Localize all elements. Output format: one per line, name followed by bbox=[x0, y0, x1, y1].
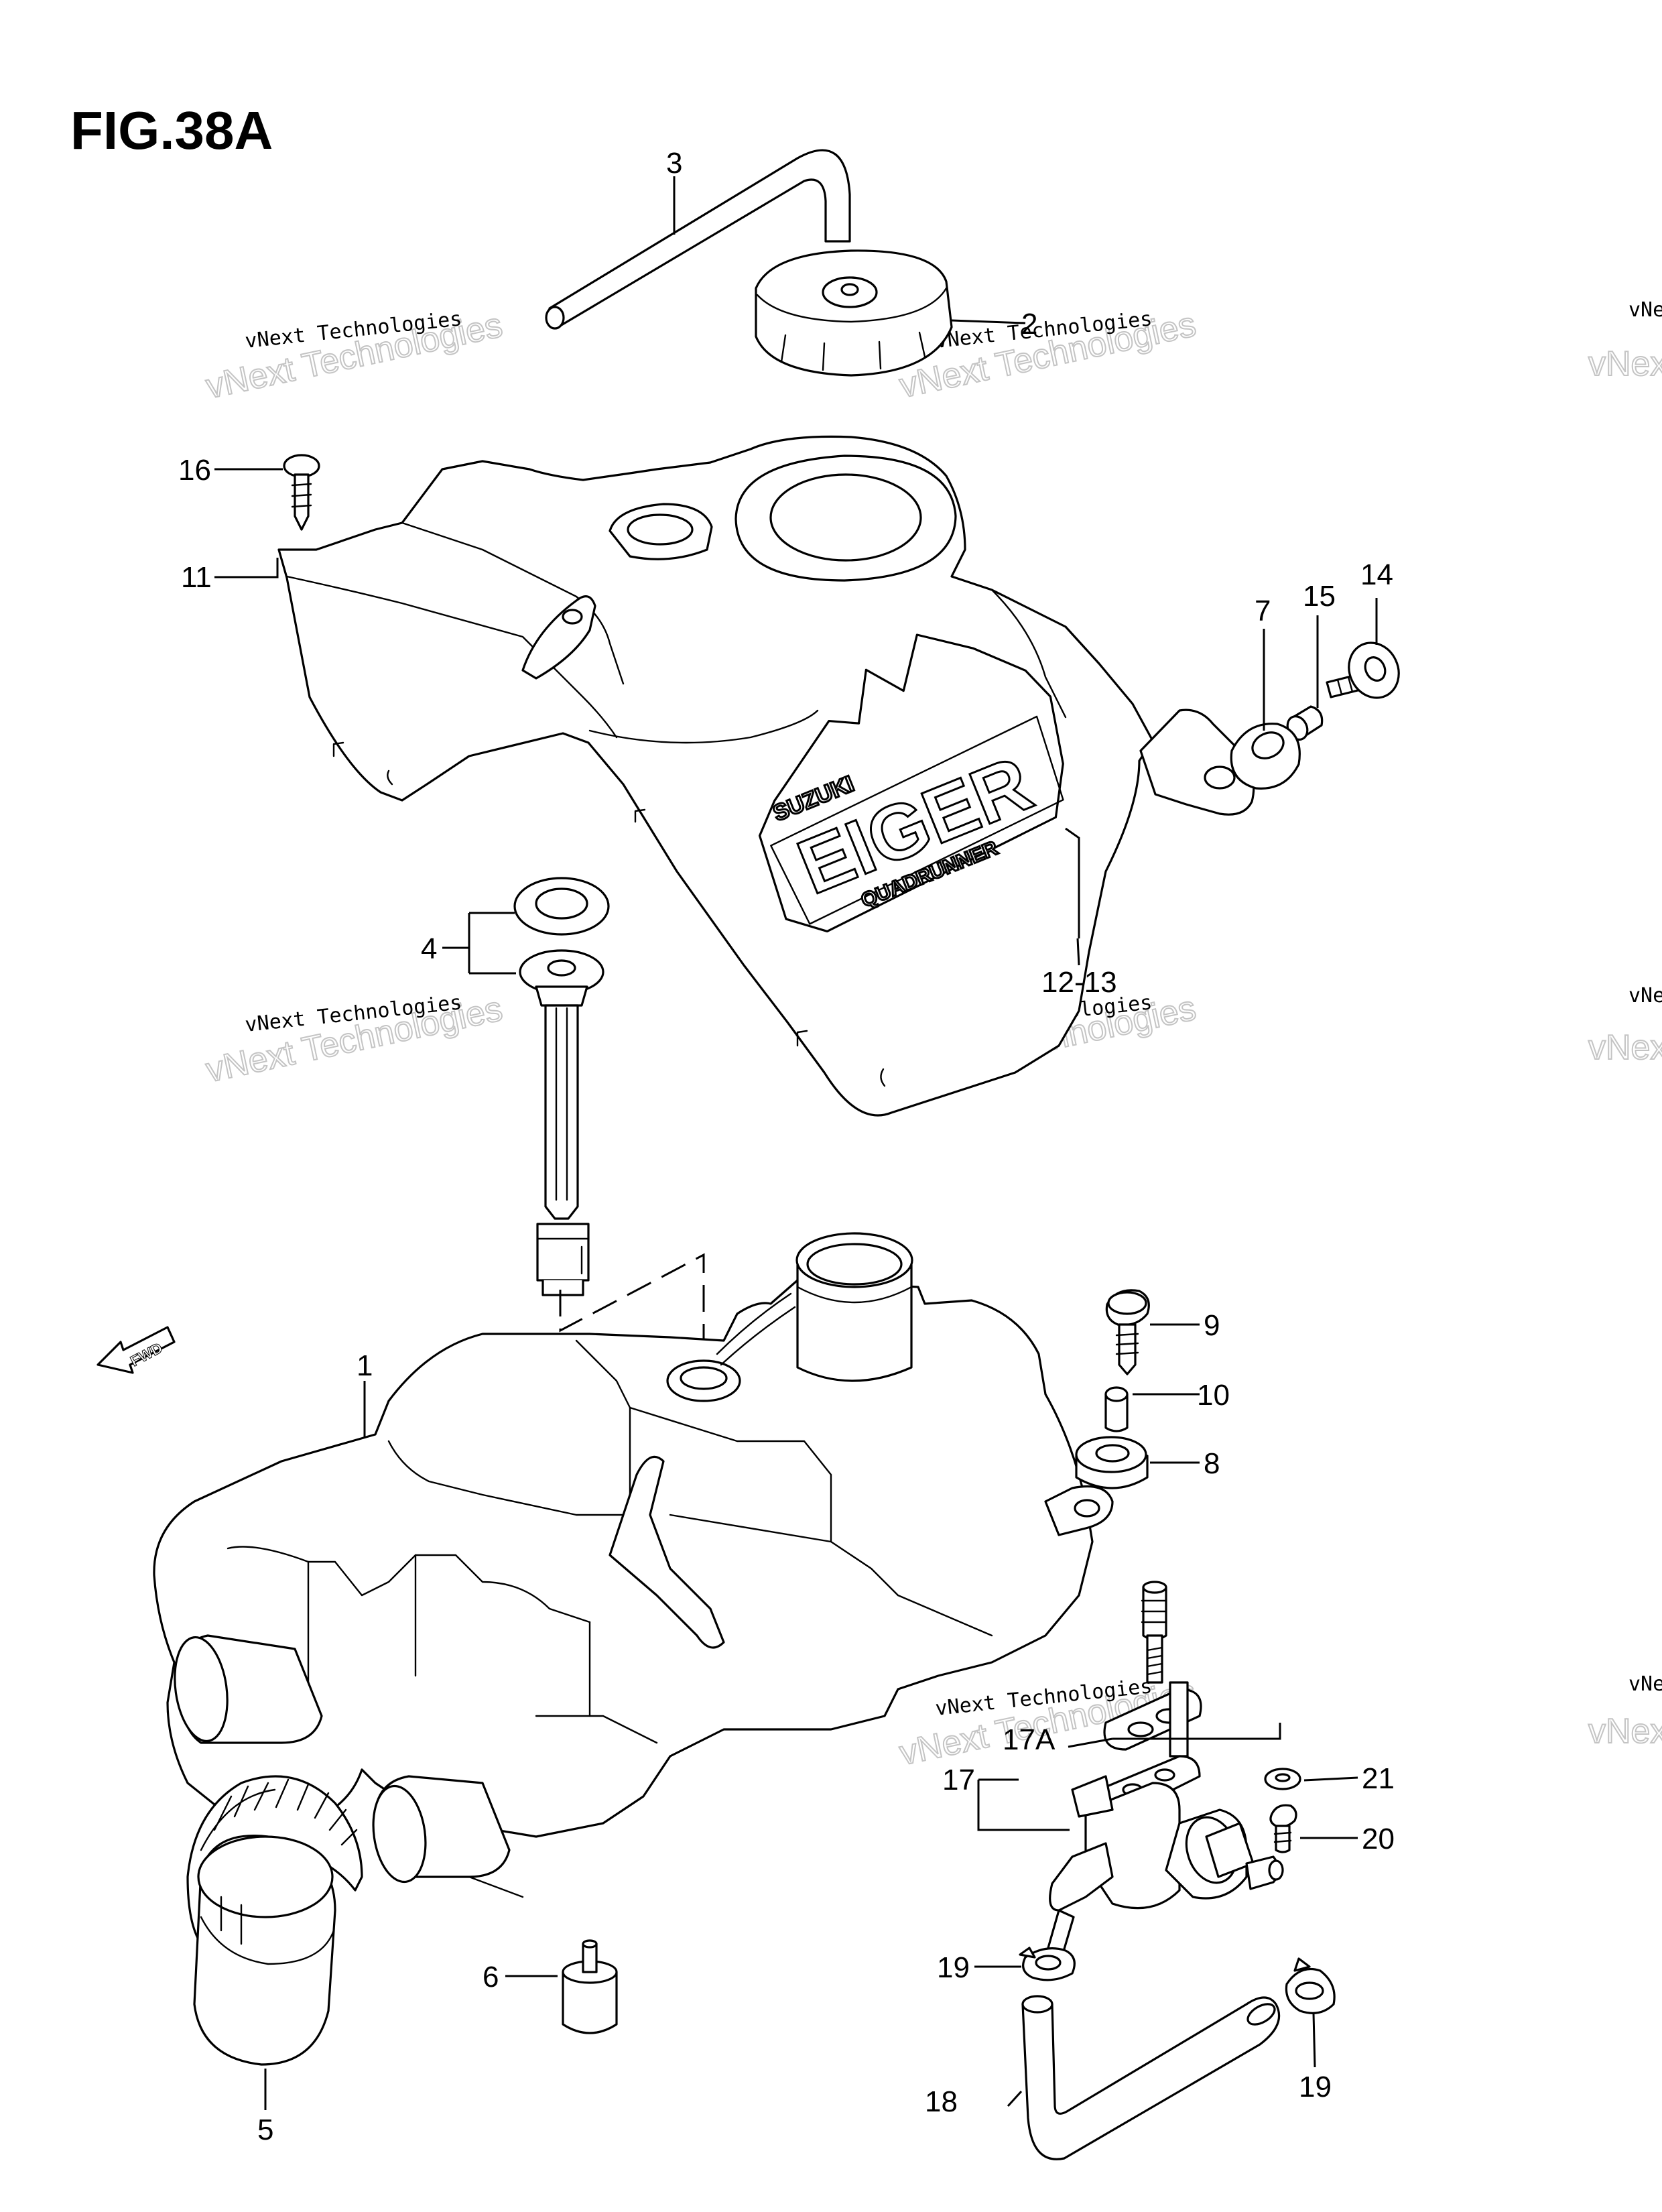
part-3-breather-hose bbox=[545, 149, 851, 330]
part-19-clip bbox=[1019, 1947, 1076, 1981]
part-21-washer bbox=[1264, 1768, 1301, 1790]
figure-title: FIG.38A bbox=[70, 101, 273, 160]
part-14-bolt bbox=[1326, 641, 1400, 699]
leader-lines bbox=[214, 176, 1378, 2110]
part-4-fuel-sensor bbox=[513, 877, 610, 1296]
callout-6: 6 bbox=[483, 1961, 499, 1993]
callout-15: 15 bbox=[1303, 580, 1336, 613]
eiger-logo: SUZUKI EIGER QUADRUNNER bbox=[758, 633, 1064, 933]
watermark-outline: vNext Technologies bbox=[1588, 345, 1662, 383]
callout-17a: 17A bbox=[1003, 1723, 1056, 1756]
watermark-text: vNext Technologies bbox=[1628, 298, 1662, 322]
callout-7: 7 bbox=[1255, 595, 1271, 627]
callout-10: 10 bbox=[1197, 1379, 1230, 1412]
callout-12-13: 12-13 bbox=[1041, 966, 1117, 999]
part-19-clip bbox=[1285, 1957, 1336, 2014]
callout-1: 1 bbox=[357, 1349, 373, 1382]
part-2-fuel-cap bbox=[755, 249, 953, 377]
callout-2: 2 bbox=[1021, 308, 1037, 341]
part-10-collar bbox=[1104, 1386, 1129, 1432]
fuel-tank-cover bbox=[277, 435, 1255, 1117]
callout-19: 19 bbox=[1299, 2071, 1332, 2103]
part-8-cushion bbox=[1075, 1436, 1149, 1489]
part-6-cushion bbox=[562, 1939, 618, 2034]
callout-16: 16 bbox=[178, 454, 211, 487]
callout-21: 21 bbox=[1362, 1762, 1395, 1795]
part-20-screw bbox=[1269, 1804, 1297, 1853]
callout-11: 11 bbox=[181, 561, 212, 594]
watermark-text: vNext Technologies bbox=[1628, 1672, 1662, 1696]
callout-5: 5 bbox=[257, 2113, 273, 2146]
part-9-bolt bbox=[1105, 1289, 1150, 1375]
install-line bbox=[559, 1253, 705, 1367]
part-1-fuel-tank bbox=[153, 1232, 1114, 1898]
watermark-outline: vNext Technologies bbox=[1588, 1712, 1662, 1751]
part-16-screw bbox=[283, 454, 320, 531]
callout-labels: 3 2 16 11 14 15 7 12-13 4 1 9 10 8 17A 1… bbox=[178, 147, 1395, 2146]
callout-18: 18 bbox=[925, 2085, 958, 2118]
watermark-text: vNext Technologies bbox=[1628, 984, 1662, 1007]
callout-20: 20 bbox=[1362, 1823, 1395, 1855]
part-7-grommet bbox=[1230, 723, 1301, 790]
callout-17: 17 bbox=[942, 1764, 975, 1796]
part-18-fuel-hose bbox=[1021, 1995, 1281, 2160]
fwd-arrow-icon: FWD bbox=[97, 1326, 176, 1374]
callout-14: 14 bbox=[1360, 558, 1393, 591]
callout-3: 3 bbox=[666, 147, 682, 180]
watermark-outline: vNext Technologies bbox=[1588, 1028, 1662, 1067]
part-5-clamp bbox=[186, 1775, 363, 2066]
callout-19: 19 bbox=[937, 1951, 970, 1984]
callout-8: 8 bbox=[1204, 1447, 1220, 1480]
part-17-fuel-valve bbox=[1043, 1581, 1284, 1967]
callout-9: 9 bbox=[1204, 1309, 1220, 1342]
callout-4: 4 bbox=[421, 932, 437, 965]
